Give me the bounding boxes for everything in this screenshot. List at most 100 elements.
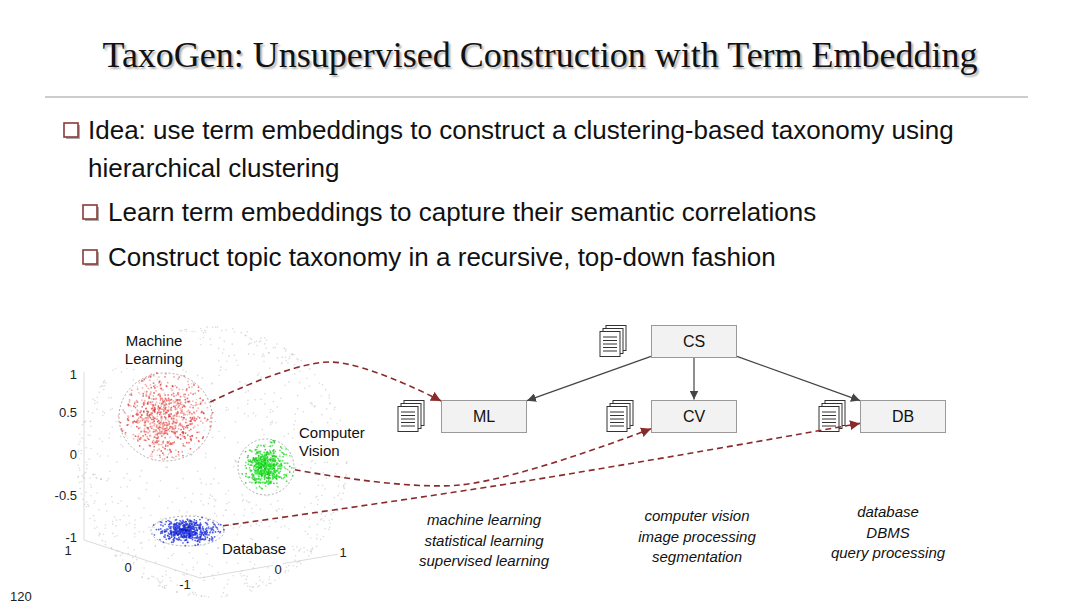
- cluster-point: [141, 406, 143, 408]
- cluster-point: [179, 408, 181, 410]
- cluster-point: [166, 430, 168, 432]
- sphere-dot: [277, 537, 279, 539]
- sphere-dot: [237, 442, 239, 444]
- sphere-dot: [200, 401, 202, 403]
- sphere-dot: [273, 347, 275, 349]
- cluster-point: [164, 430, 166, 432]
- cluster-point: [154, 387, 156, 389]
- sphere-dot: [176, 591, 178, 593]
- sphere-dot: [345, 476, 347, 478]
- sphere-dot: [226, 562, 228, 564]
- sphere-dot: [300, 548, 302, 550]
- cluster-point: [166, 385, 168, 387]
- cluster-point: [145, 395, 147, 397]
- cluster-point: [145, 434, 147, 436]
- document-stack: [600, 326, 626, 357]
- cluster-point: [178, 454, 180, 456]
- cluster-points: [237, 438, 295, 496]
- cluster-point: [210, 417, 212, 419]
- cluster-point: [164, 431, 166, 433]
- sphere-dot: [143, 507, 145, 509]
- sphere-dot: [288, 358, 290, 360]
- cluster-point: [271, 441, 273, 443]
- sphere-dot: [277, 500, 279, 502]
- cluster-point: [158, 422, 160, 424]
- sphere-dot: [225, 493, 227, 495]
- sphere-dot: [99, 392, 101, 394]
- cluster-point: [188, 430, 190, 432]
- cluster-point: [183, 404, 185, 406]
- sphere-dot: [247, 415, 249, 417]
- cluster-point: [260, 487, 262, 489]
- sphere-dot: [227, 583, 229, 585]
- sphere-dot: [317, 524, 319, 526]
- cluster-point: [165, 406, 167, 408]
- cluster-point: [187, 434, 189, 436]
- sphere-dot: [250, 342, 252, 344]
- sphere-dot: [194, 443, 196, 445]
- cluster-point: [168, 414, 170, 416]
- cluster-point: [264, 449, 266, 451]
- cluster-point: [161, 388, 163, 390]
- cluster-point: [146, 395, 148, 397]
- cluster-point: [198, 441, 200, 443]
- sphere-dot: [262, 581, 264, 583]
- cluster-point: [189, 423, 191, 425]
- topic-term: query processing: [831, 544, 945, 562]
- sphere-dot: [133, 379, 135, 381]
- sphere-dot: [243, 499, 245, 501]
- sphere-dot: [221, 596, 223, 598]
- cluster-point: [275, 456, 277, 458]
- sphere-dot: [245, 335, 247, 337]
- sphere-dot: [170, 436, 172, 438]
- sphere-dot: [218, 548, 220, 550]
- sphere-dot: [268, 579, 270, 581]
- cluster-point: [143, 404, 145, 406]
- cluster-point: [287, 462, 289, 464]
- axis-tick: 0: [273, 562, 282, 578]
- sphere-dot: [220, 366, 222, 368]
- sphere-dot: [202, 504, 204, 506]
- sphere-dot: [208, 564, 210, 566]
- sphere-dot: [196, 594, 198, 596]
- sphere-dot: [155, 403, 157, 405]
- sphere-dot: [96, 492, 98, 494]
- sphere-dot: [162, 586, 164, 588]
- sphere-dot: [288, 433, 290, 435]
- sphere-dot: [146, 489, 148, 491]
- cluster-point: [277, 472, 279, 474]
- cluster-point: [169, 427, 171, 429]
- sphere-dot: [255, 415, 257, 417]
- cluster-point: [190, 439, 192, 441]
- sphere-dot: [235, 421, 237, 423]
- cluster-point: [158, 448, 160, 450]
- sphere-dot: [338, 485, 340, 487]
- sphere-dot: [132, 563, 134, 565]
- sphere-dot: [316, 546, 318, 548]
- sphere-dot: [136, 559, 138, 561]
- term-cluster: Computer Vision: [237, 438, 295, 496]
- topic-term: machine learning: [427, 511, 541, 529]
- cluster-point: [184, 406, 186, 408]
- sphere-dot: [334, 407, 336, 409]
- sphere-dot: [217, 326, 219, 328]
- sphere-dot: [324, 488, 326, 490]
- cluster-point: [172, 442, 174, 444]
- cluster-point: [258, 462, 260, 464]
- cluster-point: [154, 423, 156, 425]
- sphere-dot: [108, 478, 110, 480]
- sphere-dot: [260, 399, 262, 401]
- sphere-dot: [106, 510, 108, 512]
- cluster-point: [149, 455, 151, 457]
- cluster-point: [251, 470, 253, 472]
- cluster-point: [162, 425, 164, 427]
- cluster-point: [170, 407, 172, 409]
- cluster-point: [190, 417, 192, 419]
- cluster-point: [172, 418, 174, 420]
- sphere-dot: [239, 381, 241, 383]
- sphere-dot: [186, 511, 188, 513]
- cluster-point: [193, 427, 195, 429]
- cluster-point: [266, 451, 268, 453]
- sphere-dot: [232, 328, 234, 330]
